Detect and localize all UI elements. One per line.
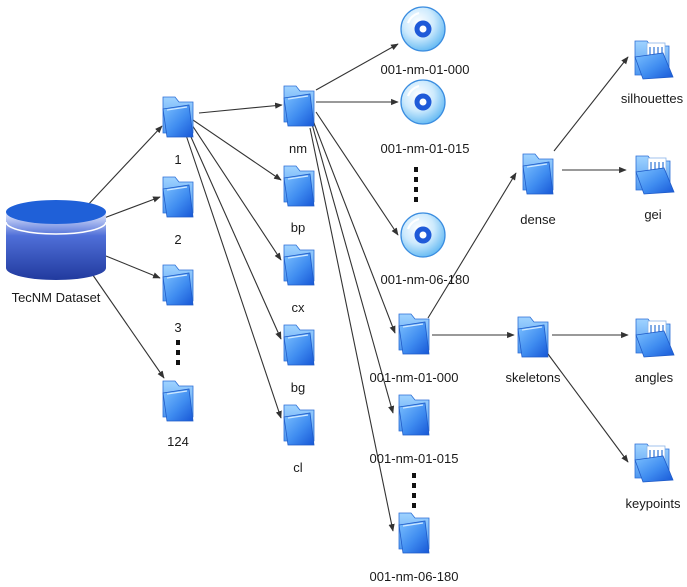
- condition-cx-label: cx: [291, 300, 305, 315]
- ellipsis-dot: [176, 360, 180, 365]
- subject-2-label: 2: [174, 232, 182, 247]
- keypoints-open-folder-icon: [634, 443, 674, 483]
- subject-folder-icon: [162, 96, 194, 138]
- video-disc-icon: [400, 212, 446, 258]
- condition-nm-label: nm: [288, 141, 308, 156]
- connector-arrow: [544, 349, 629, 463]
- ellipsis-dot: [176, 340, 180, 345]
- subject-folder-icon: [162, 264, 194, 306]
- silhouettes-label: silhouettes: [620, 91, 684, 106]
- ellipsis-dot: [414, 197, 418, 202]
- connector-arrow: [309, 127, 395, 532]
- folder-180-label: 001-nm-06-180: [369, 569, 459, 584]
- gei-open-folder-icon: [635, 155, 675, 195]
- connector-arrow: [311, 117, 396, 334]
- condition-bg-label: bg: [290, 380, 306, 395]
- connector-arrow: [186, 127, 282, 340]
- silhouettes-open-folder-icon: [634, 40, 674, 80]
- connector-arrow: [315, 43, 399, 91]
- folder-015-label: 001-nm-01-015: [369, 451, 459, 466]
- sequence-folder-icon: [398, 394, 430, 436]
- ellipsis-dot: [412, 503, 416, 508]
- condition-folder-icon: [283, 324, 315, 366]
- connector-arrow: [315, 111, 399, 236]
- gei-label: gei: [644, 207, 662, 222]
- skeletons-folder-icon: [517, 316, 549, 358]
- condition-folder-icon: [283, 404, 315, 446]
- database-icon: [5, 200, 107, 280]
- connector-arrow: [189, 121, 282, 261]
- condition-folder-icon: [283, 165, 315, 207]
- ellipsis-dot: [176, 350, 180, 355]
- ellipsis-dot: [412, 493, 416, 498]
- ellipsis-dot: [414, 177, 418, 182]
- subject-1-label: 1: [174, 152, 182, 167]
- ellipsis-dot: [412, 483, 416, 488]
- condition-folder-icon: [283, 85, 315, 127]
- skeletons-label: skeletons: [505, 370, 561, 385]
- ellipsis-dot: [414, 187, 418, 192]
- connector-arrow: [85, 125, 163, 208]
- video-disc-icon: [400, 6, 446, 52]
- connector-arrow: [87, 267, 165, 379]
- connector-arrow: [189, 117, 282, 181]
- connector-arrow: [427, 172, 517, 319]
- dense-label: dense: [520, 212, 556, 227]
- sequence-folder-icon: [398, 512, 430, 554]
- connector-arrow: [184, 131, 282, 419]
- video-015-label: 001-nm-01-015: [380, 141, 470, 156]
- subject-folder-icon: [162, 176, 194, 218]
- condition-bp-label: bp: [290, 220, 306, 235]
- condition-cl-label: cl: [293, 460, 303, 475]
- dataset-label: TecNM Dataset: [11, 290, 101, 305]
- angles-label: angles: [634, 370, 674, 385]
- ellipsis-dot: [412, 473, 416, 478]
- connector-arrow: [553, 56, 629, 152]
- keypoints-label: keypoints: [625, 496, 681, 511]
- dense-folder-icon: [522, 153, 554, 195]
- condition-folder-icon: [283, 244, 315, 286]
- connector-arrow: [198, 102, 283, 114]
- connector-arrow: [103, 196, 161, 219]
- video-000-label: 001-nm-01-000: [380, 62, 470, 77]
- video-180-label: 001-nm-06-180: [380, 272, 470, 287]
- subject-124-label: 124: [167, 434, 189, 449]
- subject-folder-icon: [162, 380, 194, 422]
- video-disc-icon: [400, 79, 446, 125]
- connector-arrow: [311, 123, 395, 414]
- angles-open-folder-icon: [635, 318, 675, 358]
- ellipsis-dot: [414, 167, 418, 172]
- subject-3-label: 3: [174, 320, 182, 335]
- connector-arrow: [105, 255, 161, 279]
- sequence-folder-icon: [398, 313, 430, 355]
- folder-000-label: 001-nm-01-000: [369, 370, 459, 385]
